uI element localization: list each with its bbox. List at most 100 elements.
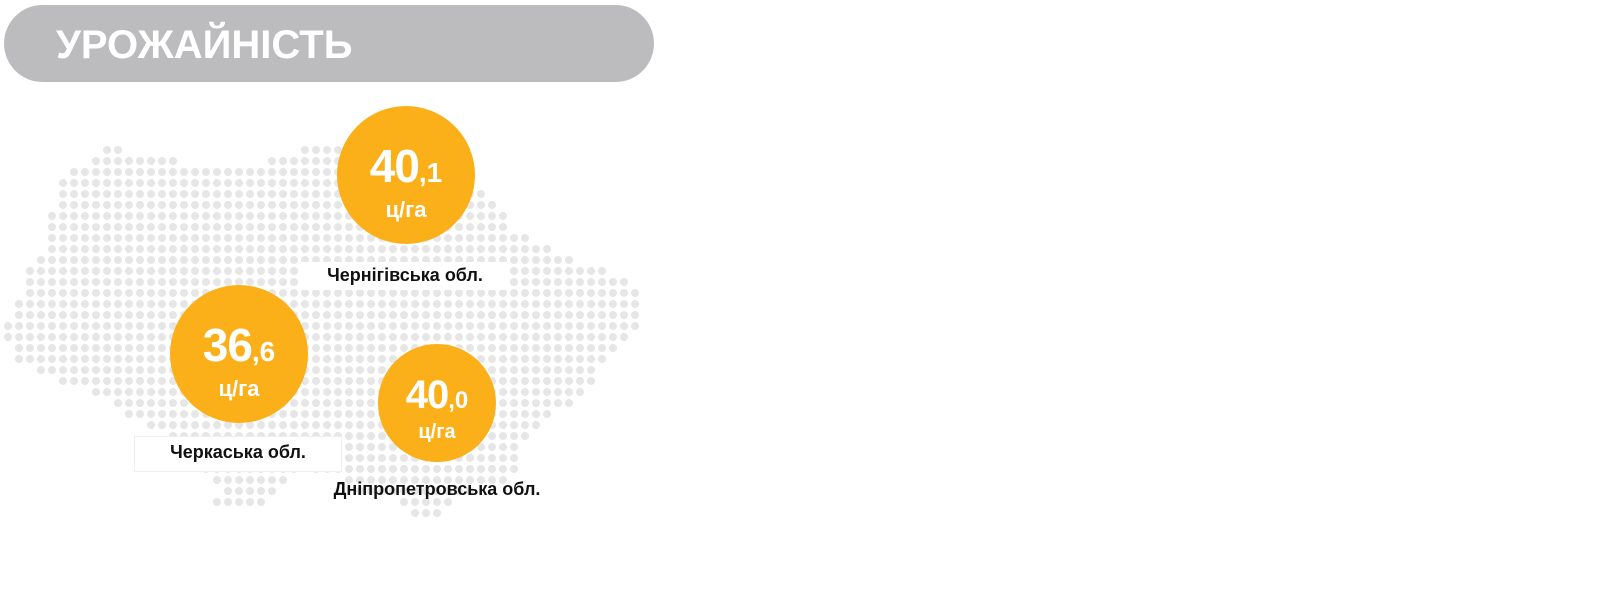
map-dot xyxy=(114,355,122,363)
map-dot xyxy=(103,267,111,275)
map-dot xyxy=(59,344,67,352)
map-dot xyxy=(180,212,188,220)
map-dot xyxy=(125,168,133,176)
map-dot xyxy=(290,267,298,275)
map-dot xyxy=(158,344,166,352)
map-dot xyxy=(554,256,562,264)
map-dot xyxy=(125,322,133,330)
map-dot xyxy=(301,399,309,407)
map-dot xyxy=(488,443,496,451)
yield-value-dec: ,0 xyxy=(448,387,469,414)
map-dot xyxy=(532,322,540,330)
map-dot xyxy=(488,465,496,473)
map-dot xyxy=(81,201,89,209)
map-dot xyxy=(565,399,573,407)
map-dot xyxy=(92,267,100,275)
map-dot xyxy=(15,300,23,308)
map-dot xyxy=(158,168,166,176)
map-dot xyxy=(169,157,177,165)
map-dot xyxy=(235,201,243,209)
map-dot xyxy=(125,267,133,275)
map-dot xyxy=(92,311,100,319)
map-dot xyxy=(213,190,221,198)
map-dot xyxy=(257,190,265,198)
map-dot xyxy=(70,366,78,374)
map-dot xyxy=(147,267,155,275)
yield-value-int: 40 xyxy=(405,373,449,417)
map-dot xyxy=(367,311,375,319)
map-dot xyxy=(235,267,243,275)
map-dot xyxy=(15,322,23,330)
map-dot xyxy=(279,234,287,242)
map-dot xyxy=(543,355,551,363)
map-dot xyxy=(147,256,155,264)
map-dot xyxy=(543,300,551,308)
map-dot xyxy=(147,190,155,198)
map-dot xyxy=(389,333,397,341)
map-dot xyxy=(213,256,221,264)
map-dot xyxy=(114,344,122,352)
map-dot xyxy=(411,311,419,319)
map-dot xyxy=(268,267,276,275)
map-dot xyxy=(411,476,419,484)
map-dot xyxy=(554,278,562,286)
map-dot xyxy=(521,289,529,297)
map-dot xyxy=(114,267,122,275)
map-dot xyxy=(477,300,485,308)
map-dot xyxy=(114,333,122,341)
map-dot xyxy=(103,322,111,330)
map-dot xyxy=(246,476,254,484)
map-dot xyxy=(543,399,551,407)
map-dot xyxy=(312,201,320,209)
map-dot xyxy=(81,366,89,374)
map-dot xyxy=(554,399,562,407)
map-dot xyxy=(59,278,67,286)
map-dot xyxy=(257,201,265,209)
map-dot xyxy=(70,179,78,187)
map-dot xyxy=(323,245,331,253)
map-dot xyxy=(37,333,45,341)
map-dot xyxy=(268,223,276,231)
map-dot xyxy=(312,344,320,352)
map-dot xyxy=(444,234,452,242)
map-dot xyxy=(169,410,177,418)
map-dot xyxy=(290,168,298,176)
map-dot xyxy=(345,465,353,473)
map-dot xyxy=(48,212,56,220)
map-dot xyxy=(81,256,89,264)
map-dot xyxy=(334,355,342,363)
map-dot xyxy=(323,377,331,385)
map-dot xyxy=(466,223,474,231)
map-dot xyxy=(345,366,353,374)
map-dot xyxy=(466,289,474,297)
map-dot xyxy=(180,168,188,176)
map-dot xyxy=(532,333,540,341)
map-dot xyxy=(389,300,397,308)
map-dot xyxy=(543,366,551,374)
map-dot xyxy=(565,344,573,352)
map-dot xyxy=(125,190,133,198)
map-dot xyxy=(455,245,463,253)
map-dot xyxy=(499,333,507,341)
map-dot xyxy=(279,212,287,220)
map-dot xyxy=(576,289,584,297)
map-dot xyxy=(125,366,133,374)
map-dot xyxy=(312,245,320,253)
map-dot xyxy=(213,278,221,286)
map-dot xyxy=(312,289,320,297)
map-dot xyxy=(213,498,221,506)
map-dot xyxy=(477,311,485,319)
map-dot xyxy=(532,289,540,297)
map-dot xyxy=(169,223,177,231)
map-dot xyxy=(367,421,375,429)
map-dot xyxy=(543,256,551,264)
map-dot xyxy=(521,278,529,286)
map-dot xyxy=(147,410,155,418)
map-dot xyxy=(268,487,276,495)
yield-unit: ц/га xyxy=(218,376,260,401)
map-dot xyxy=(158,300,166,308)
map-dot xyxy=(48,355,56,363)
map-dot xyxy=(246,498,254,506)
map-dot xyxy=(499,421,507,429)
map-dot xyxy=(334,377,342,385)
